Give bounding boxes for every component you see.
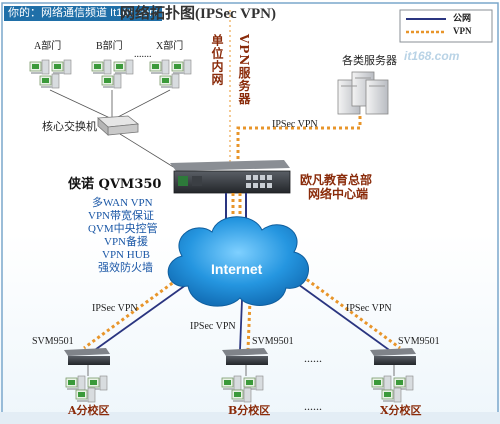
branch-a-label: A分校区 xyxy=(68,404,110,417)
dept-b-label: B部门 xyxy=(96,41,123,52)
core-switch-label: 核心交换机 xyxy=(42,121,97,133)
dept-x-computers xyxy=(149,59,192,89)
servers-icon xyxy=(337,71,389,115)
branch-device-a xyxy=(64,348,110,365)
internet-cloud xyxy=(167,216,309,307)
branch-b-vpn-label: IPSec VPN xyxy=(190,321,236,332)
feature-1: 多WAN VPN xyxy=(92,197,153,209)
dept-ellipsis: ....... xyxy=(134,49,152,60)
legend-public-label: 公网 xyxy=(453,13,472,23)
switch-to-gateway-link xyxy=(119,133,176,169)
branch-ellipsis-2: ...... xyxy=(304,399,322,413)
source-watermark: 你的：网络通信频道 It168.com xyxy=(4,6,163,21)
branch-a-device-label: SVM9501 xyxy=(32,336,74,347)
feature-6: 强效防火墙 xyxy=(98,262,153,274)
branch-x-computers xyxy=(371,375,414,403)
hq-vpn-label: IPSec VPN xyxy=(272,119,318,130)
dept-links xyxy=(49,89,171,119)
hq-vpn-link xyxy=(236,116,362,165)
feature-4: VPN备援 xyxy=(104,236,149,248)
branch-a-computers xyxy=(65,375,108,403)
vpn-servers-label: VPN服务器 xyxy=(237,34,251,106)
branch-device-x xyxy=(370,348,416,365)
legend-vpn-label: VPN xyxy=(453,26,472,36)
branch-x-device-label: SVM9501 xyxy=(398,336,440,347)
feature-5: VPN HUB xyxy=(102,249,150,261)
hq-center-label: 网络中心端 xyxy=(308,187,369,201)
feature-3: QVM中央控管 xyxy=(88,223,158,235)
branch-public-links xyxy=(91,281,393,353)
dept-a-computers xyxy=(29,59,72,89)
dept-x-label: X部门 xyxy=(156,41,184,52)
branch-x-label: X分校区 xyxy=(380,404,422,417)
branch-vpn-links xyxy=(83,274,401,351)
servers-label: 各类服务器 xyxy=(342,55,397,67)
unit-intranet-label: 单位内网 xyxy=(210,34,224,86)
internet-label: Internet xyxy=(211,261,263,277)
device-name-label: 侠诺 QVM350 xyxy=(68,177,162,192)
branch-a-vpn-label: IPSec VPN xyxy=(92,303,138,314)
feature-2: VPN带宽保证 xyxy=(88,210,155,222)
branch-x-vpn-label: IPSec VPN xyxy=(346,303,392,314)
branch-device-links xyxy=(87,365,395,376)
legend xyxy=(399,9,493,43)
branch-b-label: B分校区 xyxy=(228,404,271,417)
dept-b-computers xyxy=(91,59,134,89)
page-title: 网络拓扑图(IPSec VPN) xyxy=(120,6,276,22)
core-switch-device xyxy=(97,115,140,136)
branch-b-computers xyxy=(221,375,264,403)
bottom-band xyxy=(0,412,500,424)
branch-device-b xyxy=(222,348,268,365)
dept-a-label: A部门 xyxy=(34,41,62,52)
hq-name-label: 欧凡教育总部 xyxy=(300,173,373,187)
qvm350-device xyxy=(170,160,291,194)
site-watermark: it168.com xyxy=(404,49,460,63)
branch-b-device-label: SVM9501 xyxy=(252,336,294,347)
branch-ellipsis-1: ...... xyxy=(304,351,322,365)
